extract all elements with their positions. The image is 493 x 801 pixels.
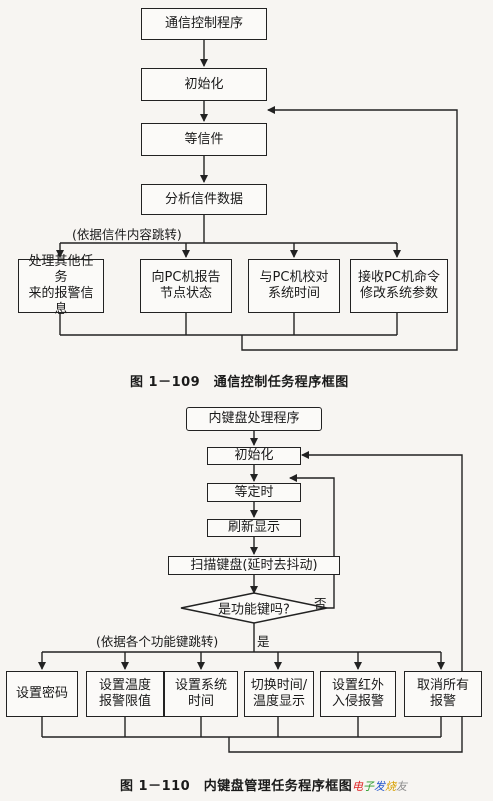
caption-2: 图 1－110 内键盘管理任务程序框图: [120, 779, 353, 794]
task-infrared-alarm: 设置红外 入侵报警: [320, 671, 396, 717]
start-box-2: 内键盘处理程序: [186, 407, 322, 431]
init-box-2: 初始化: [207, 447, 301, 465]
scan-box: 扫描键盘(延时去抖动): [168, 556, 340, 575]
task-box-time: 与PC机校对 系统时间: [248, 259, 340, 313]
caption-1: 图 1－109 通信控制任务程序框图: [130, 375, 349, 390]
branch-note: (依据信件内容跳转): [72, 227, 182, 242]
watermark-logo: 电子发烧友: [352, 780, 407, 793]
refresh-box: 刷新显示: [207, 519, 301, 537]
yes-label: 是: [257, 634, 270, 649]
task-box-alarm: 处理其他任务 来的报警信息: [18, 254, 104, 317]
no-label: 否: [314, 596, 327, 611]
task-box-report: 向PC机报告 节点状态: [140, 259, 232, 313]
wait-letter-box: 等信件: [141, 123, 267, 156]
task-set-temp-limit: 设置温度 报警限值: [86, 671, 164, 717]
analyze-box: 分析信件数据: [141, 184, 267, 215]
task-set-system-time: 设置系统 时间: [164, 671, 238, 717]
start-box: 通信控制程序: [141, 8, 267, 40]
init-box: 初始化: [141, 68, 267, 101]
task-set-password: 设置密码: [6, 671, 78, 717]
timer-box: 等定时: [207, 483, 301, 502]
task-cancel-alarms: 取消所有 报警: [404, 671, 482, 717]
decision-diamond: [180, 592, 328, 624]
task-switch-display: 切换时间/ 温度显示: [244, 671, 314, 717]
branch-note-2: (依据各个功能键跳转): [96, 634, 219, 649]
task-box-params: 接收PC机命令 修改系统参数: [350, 259, 448, 313]
decision-label: 是功能键吗?: [218, 602, 290, 618]
